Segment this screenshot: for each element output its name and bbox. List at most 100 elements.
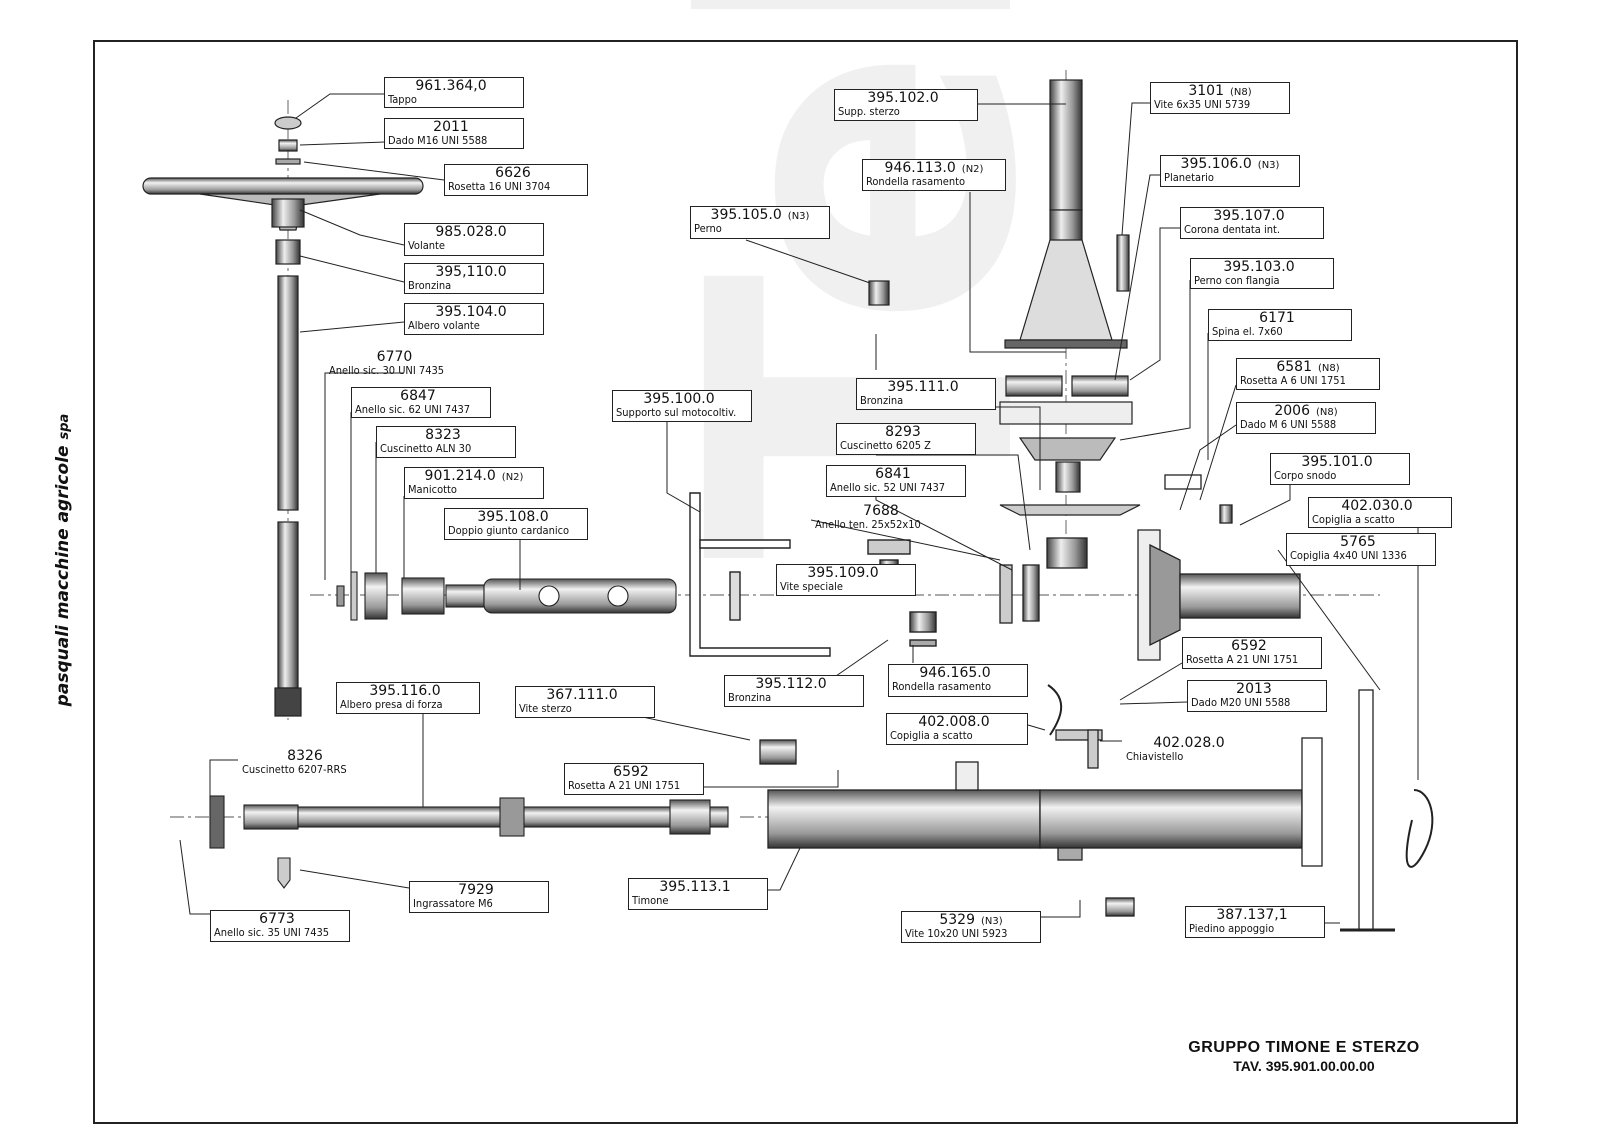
pivot-body [999, 474, 1301, 661]
part-desc: Ingrassatore M6 [413, 897, 493, 910]
part-qty: (N8) [1229, 87, 1252, 98]
part-code: 395.100.0 [643, 391, 715, 407]
part-desc: Cuscinetto 6207-RRS [242, 763, 347, 776]
part-desc: Doppio giunto cardanico [448, 524, 570, 537]
part-code: 395.101.0 [1301, 454, 1373, 470]
part-label-vite-6x35: 3101 (N8)Vite 6x35 UNI 5739 [1150, 82, 1290, 114]
part-code: 395.111.0 [887, 379, 959, 395]
part-label-rosetta-a6: 6581(N8)Rosetta A 6 UNI 1751 [1236, 358, 1380, 390]
part-code: 395.113.1 [659, 879, 731, 895]
caption-table-number: TAV. 395.901.00.00.00 [1233, 1058, 1375, 1074]
part-label-vite-10x20: 5329(N3)Vite 10x20 UNI 5923 [901, 911, 1041, 943]
pivot-perno [868, 280, 890, 306]
part-code: 395.112.0 [755, 676, 827, 692]
part-code: 985.028.0 [435, 224, 507, 240]
part-code: 402.028.0 [1153, 735, 1225, 751]
part-desc: Anello sic. 62 UNI 7437 [355, 403, 471, 416]
part-code: 8323 [425, 427, 461, 443]
part-desc: Dado M 6 UNI 5588 [1240, 418, 1337, 431]
part-qty: (N2) [501, 472, 524, 483]
part-desc: Cuscinetto 6205 Z [840, 439, 931, 452]
part-desc: Rondella rasamento [866, 175, 966, 188]
part-desc: Vite sterzo [519, 702, 572, 715]
part-desc: Timone [632, 894, 669, 907]
part-desc: Rosetta 16 UNI 3704 [448, 180, 551, 193]
part-code: 6592 [1231, 638, 1267, 654]
part-desc: Spina el. 7x60 [1212, 325, 1283, 338]
part-desc: Rondella rasamento [892, 680, 992, 693]
part-desc: Rosetta A 21 UNI 1751 [568, 779, 681, 792]
part-code: 395.103.0 [1223, 259, 1295, 275]
part-desc: Anello sic. 52 UNI 7437 [830, 481, 946, 494]
steering-wheel-column [142, 116, 424, 717]
part-label-perno: 395.105.0(N3)Perno [690, 206, 830, 239]
caption-title: GRUPPO TIMONE E STERZO [1188, 1039, 1420, 1056]
part-desc: Vite speciale [780, 580, 844, 593]
part-code: 395.116.0 [369, 683, 441, 699]
part-qty: (N3) [787, 211, 810, 222]
part-qty: (N3) [980, 916, 1003, 927]
part-code: 402.008.0 [918, 714, 990, 730]
part-desc: Corpo snodo [1274, 469, 1337, 482]
part-code: 2006 [1274, 403, 1310, 419]
part-code: 6626 [495, 165, 531, 181]
part-code: 395.104.0 [435, 304, 507, 320]
part-qty: (N8) [1315, 407, 1338, 418]
part-desc: Albero presa di forza [340, 698, 443, 711]
part-qty: (N2) [961, 164, 984, 175]
part-desc: Bronzina [408, 279, 452, 292]
part-desc: Tappo [388, 93, 417, 106]
part-desc: Anello ten. 25x52x10 [815, 518, 921, 531]
part-label-manicotto: 901.214.0(N2)Manicotto [404, 467, 544, 499]
part-code: 6770 [376, 349, 413, 365]
part-desc: Supporto sul motocoltiv. [616, 406, 737, 419]
part-code: 3101 [1188, 83, 1224, 99]
part-code: 961.364,0 [415, 78, 487, 94]
part-desc: Vite 6x35 UNI 5739 [1154, 98, 1251, 111]
part-code: 395.108.0 [477, 509, 549, 525]
part-code: 901.214.0 [424, 468, 496, 484]
part-qty: (N8) [1317, 363, 1340, 374]
part-code: 7688 [863, 503, 899, 519]
part-desc: Vite 10x20 UNI 5923 [905, 927, 1008, 940]
steering-support-column [999, 79, 1141, 516]
part-desc: Copiglia a scatto [1312, 513, 1395, 526]
pto-shaft [209, 795, 729, 889]
part-code: 946.113.0 [884, 160, 956, 176]
part-desc: Volante [408, 239, 446, 252]
part-desc: Rosetta A 6 UNI 1751 [1240, 374, 1346, 387]
part-desc: Supp. sterzo [838, 105, 900, 118]
part-desc: Copiglia 4x40 UNI 1336 [1290, 549, 1407, 562]
part-desc: Bronzina [728, 691, 772, 704]
part-code: 367.111.0 [546, 687, 618, 703]
leader-lines [179, 93, 1419, 924]
part-code: 387.137,1 [1216, 907, 1288, 923]
part-code: 395.102.0 [867, 90, 939, 106]
drawing-caption: GRUPPO TIMONE E STERZO TAV. 395.901.00.0… [1166, 1038, 1442, 1076]
part-code: 2013 [1236, 681, 1272, 697]
part-code: 395,110.0 [435, 264, 507, 280]
part-code: 8293 [885, 424, 921, 440]
